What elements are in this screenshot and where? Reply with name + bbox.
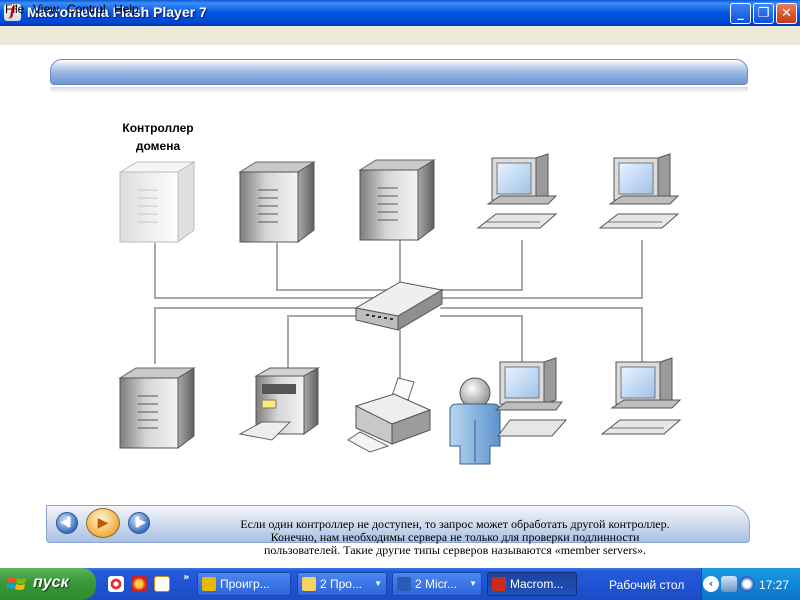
dc-label-line1: Контроллер [122,121,194,135]
task-label: 2 Micr... [415,577,458,591]
flash-player-icon: f [4,4,21,21]
task-button[interactable]: 2 Micr... ▼ [392,572,482,596]
network-diagram [118,153,682,465]
windows-logo-icon [7,577,26,590]
menu-file[interactable]: File [5,2,25,16]
caption-line: пользователей. Такие другие типы серверо… [263,543,647,557]
tray-network-icon[interactable] [721,576,737,592]
task-button[interactable]: 2 Про... ▼ [297,572,387,596]
player-control-bar [46,505,750,543]
task-button-active[interactable]: Macrom... [487,572,577,596]
narration-caption: Если один контроллер не доступен, то зап… [160,518,750,557]
group-arrow-icon: ▼ [374,579,382,588]
domain-controller-server [118,161,196,243]
rewind-button[interactable]: ◀▌ [56,512,78,534]
server-icon [358,159,436,241]
user-person-icon [449,377,501,465]
title-bar[interactable] [0,0,800,26]
close-button[interactable]: ✕ [776,3,797,24]
task-label: Проигр... [220,577,270,591]
header-banner [50,59,748,85]
connection-lines [154,240,643,380]
server-icon [118,367,196,449]
maximize-button[interactable]: ❐ [753,3,774,24]
printer-icon [347,377,432,453]
print-server-icon [238,367,320,441]
player-icon [202,577,216,591]
task-label: 2 Про... [320,577,362,591]
quicklaunch-clock-icon[interactable] [154,576,170,592]
caption-line: Если один контроллер не доступен, то зап… [240,517,670,531]
domain-controller-label: Контроллер домена [103,119,213,155]
folder-icon [302,577,316,591]
menu-help[interactable]: Help [114,2,139,16]
dc-label-line2: домена [135,139,181,153]
task-button[interactable]: Проигр... [197,572,291,596]
tray-expand-icon[interactable]: ‹ [703,576,719,592]
workstation-icon [476,153,558,229]
forward-button[interactable]: ▐▶ [128,512,150,534]
workstation-icon [598,153,680,229]
workstation-icon [494,357,568,437]
desktop-toolbar-label[interactable]: Рабочий стол [609,578,685,592]
word-icon [397,577,411,591]
menu-control[interactable]: Control [67,2,106,16]
menu-view[interactable]: View [33,2,59,16]
menu-bar [0,26,800,45]
window-title: Macromedia Flash Player 7 [27,4,207,20]
quicklaunch-more-icon[interactable]: » [183,572,190,583]
tray-security-icon[interactable] [739,576,755,592]
server-icon [238,161,316,243]
workstation-icon [600,357,682,435]
task-label: Macrom... [510,577,564,591]
caption-line: Конечно, нам необходимы сервера не тольк… [270,530,640,544]
quicklaunch-opera-icon[interactable] [108,576,124,592]
group-arrow-icon: ▼ [469,579,477,588]
quicklaunch-media-icon[interactable] [131,576,147,592]
minimize-button[interactable]: _ [730,3,751,24]
header-shadow [50,87,748,93]
flash-stage [0,45,800,568]
start-label: пуск [33,574,69,591]
flash-icon [492,577,506,591]
play-button[interactable]: ▶ [86,508,120,538]
network-switch-icon [354,281,444,331]
clock[interactable]: 17:27 [759,578,790,592]
